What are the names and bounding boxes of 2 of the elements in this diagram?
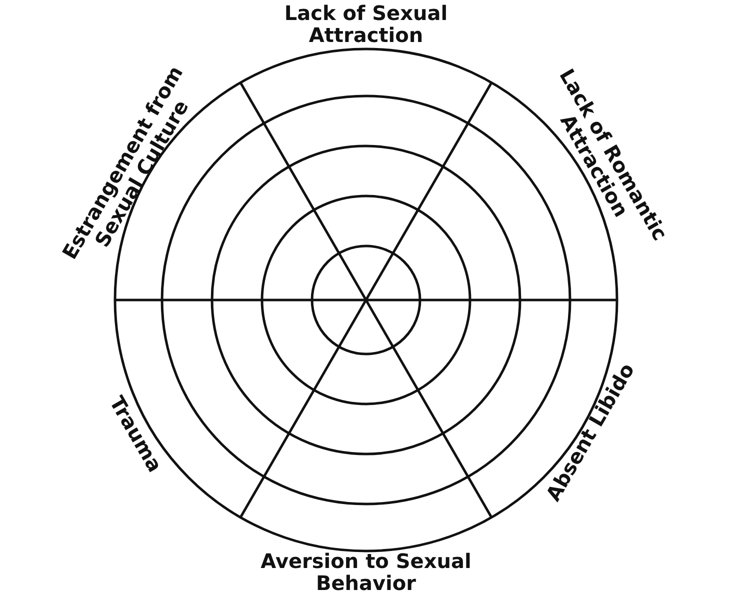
axis-label: Lack of Sexual Attraction [283,2,449,46]
axis-label: Aversion to Sexual Behavior [260,550,472,594]
